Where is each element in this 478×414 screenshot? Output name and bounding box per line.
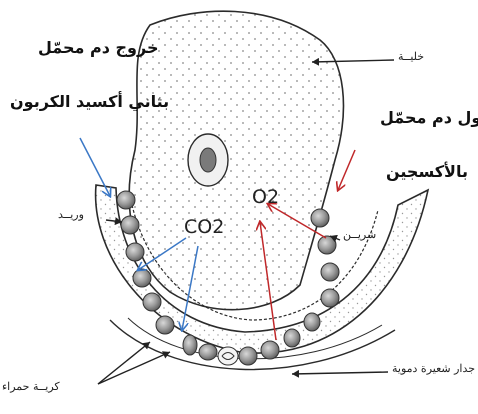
co2-out-arrow xyxy=(80,138,110,196)
red-blood-cell xyxy=(133,269,151,287)
red-blood-cell xyxy=(126,243,144,261)
red-blood-cell xyxy=(199,344,217,360)
cell-label: خليــة xyxy=(398,50,424,63)
blood-in-label-line2: بالأكسجين xyxy=(386,162,468,181)
red-blood-cell xyxy=(121,216,139,234)
oxygen-label: O2 xyxy=(252,186,279,208)
red-blood-cell xyxy=(239,347,257,365)
red-blood-cell xyxy=(284,329,300,347)
blood-in-label-line1: دخول دم محمّل xyxy=(380,108,478,127)
oxygen-in-arrow xyxy=(338,150,355,190)
blood-out-label-line1: خروج دم محمّل xyxy=(38,38,158,57)
wall-leader xyxy=(292,372,388,374)
vein-label: وريــد xyxy=(58,208,84,221)
white-blood-cell xyxy=(218,347,238,365)
red-blood-cell xyxy=(311,209,329,227)
red-blood-cell xyxy=(321,289,339,307)
capillary-wall-label: جدار شعيرة دموية xyxy=(392,362,475,375)
carbon-dioxide-label: CO2 xyxy=(184,216,224,238)
red-blood-cell xyxy=(143,293,161,311)
artery-label: شريــن xyxy=(343,228,376,241)
red-blood-cell-label: كريــة حمراء xyxy=(2,380,60,393)
red-blood-cell xyxy=(321,263,339,281)
red-blood-cell xyxy=(304,313,320,331)
blood-out-label-line2: بثاني أكسيد الكربون xyxy=(10,92,169,111)
rbc-leader-1 xyxy=(98,342,150,384)
red-blood-cell xyxy=(156,316,174,334)
red-blood-cell xyxy=(117,191,135,209)
cell-body xyxy=(129,11,343,309)
red-blood-cell xyxy=(261,341,279,359)
red-blood-cell xyxy=(318,236,336,254)
red-blood-cell xyxy=(183,335,197,355)
nucleus-inner xyxy=(200,148,216,172)
rbc-leader-2 xyxy=(98,352,170,384)
